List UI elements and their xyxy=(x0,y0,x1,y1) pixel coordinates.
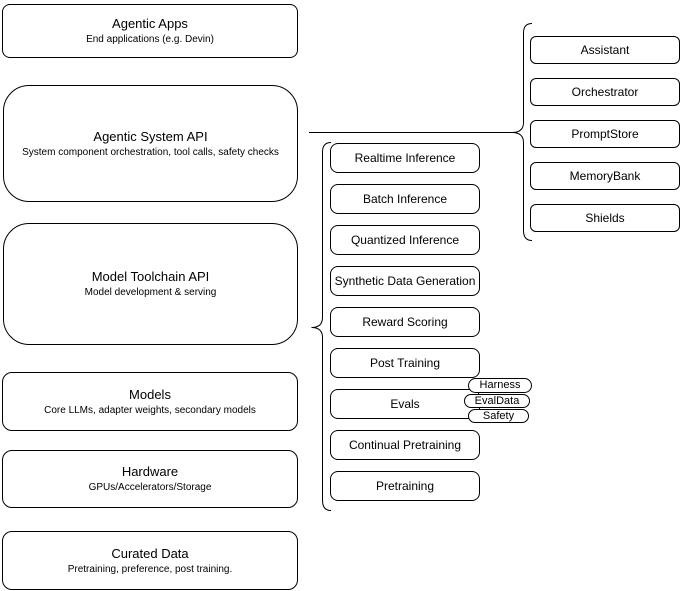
components-group-brace xyxy=(511,23,533,241)
node-models[interactable]: Models Core LLMs, adapter weights, secon… xyxy=(2,372,298,431)
node-subtitle: Model development & serving xyxy=(84,287,217,298)
toolchain-item-label: Pretraining xyxy=(375,479,435,493)
node-subtitle: End applications (e.g. Devin) xyxy=(86,34,214,45)
node-subtitle: GPUs/Accelerators/Storage xyxy=(88,482,212,493)
component-label: Shields xyxy=(585,211,625,225)
toolchain-item-pretraining[interactable]: Pretraining xyxy=(330,471,480,501)
toolchain-item-label: Batch Inference xyxy=(362,192,448,206)
eval-tag-safety[interactable]: Safety xyxy=(468,409,529,423)
component-memorybank[interactable]: MemoryBank xyxy=(530,162,680,190)
node-subtitle: Core LLMs, adapter weights, secondary mo… xyxy=(44,404,256,416)
toolchain-item-label: Reward Scoring xyxy=(362,315,448,329)
toolchain-item-label: Realtime Inference xyxy=(354,151,456,165)
node-title: Model Toolchain API xyxy=(91,269,210,284)
component-shields[interactable]: Shields xyxy=(530,204,680,232)
toolchain-item-synthetic-data-generation[interactable]: Synthetic Data Generation xyxy=(330,266,480,296)
toolchain-item-label: Continual Pretraining xyxy=(348,438,462,452)
node-model-toolchain-api[interactable]: Model Toolchain API Model development & … xyxy=(3,223,298,345)
component-label: PromptStore xyxy=(571,127,639,141)
toolchain-item-reward-scoring[interactable]: Reward Scoring xyxy=(330,307,480,337)
component-label: MemoryBank xyxy=(569,169,641,183)
node-subtitle: Pretraining, preference, post training. xyxy=(67,563,233,575)
component-label: Assistant xyxy=(580,43,630,57)
node-title: Agentic System API xyxy=(93,128,208,144)
component-assistant[interactable]: Assistant xyxy=(530,36,680,64)
node-title: Curated Data xyxy=(111,545,189,561)
component-orchestrator[interactable]: Orchestrator xyxy=(530,78,680,106)
toolchain-item-label: Evals xyxy=(390,397,420,411)
node-agentic-system-api[interactable]: Agentic System API System component orch… xyxy=(3,85,298,202)
toolchain-item-post-training[interactable]: Post Training xyxy=(330,348,480,378)
component-promptstore[interactable]: PromptStore xyxy=(530,120,680,148)
component-label: Orchestrator xyxy=(571,85,639,99)
eval-tag-label: Safety xyxy=(482,409,515,422)
toolchain-item-continual-pretraining[interactable]: Continual Pretraining xyxy=(330,430,480,460)
toolchain-group-brace xyxy=(311,142,332,511)
node-curated-data[interactable]: Curated Data Pretraining, preference, po… xyxy=(2,531,298,590)
toolchain-item-realtime-inference[interactable]: Realtime Inference xyxy=(330,143,480,173)
toolchain-item-label: Quantized Inference xyxy=(350,233,460,247)
node-title: Models xyxy=(129,386,171,402)
eval-tag-harness[interactable]: Harness xyxy=(468,378,532,393)
eval-tag-evaldata[interactable]: EvalData xyxy=(464,394,530,408)
node-title: Agentic Apps xyxy=(112,16,188,31)
toolchain-item-label: Synthetic Data Generation xyxy=(334,274,476,288)
node-title: Hardware xyxy=(121,464,179,479)
eval-tag-label: Harness xyxy=(479,379,521,391)
toolchain-item-label: Post Training xyxy=(369,356,441,370)
toolchain-item-batch-inference[interactable]: Batch Inference xyxy=(330,184,480,214)
toolchain-item-evals[interactable]: Evals xyxy=(330,389,480,419)
node-agentic-apps[interactable]: Agentic Apps End applications (e.g. Devi… xyxy=(2,4,298,58)
node-hardware[interactable]: Hardware GPUs/Accelerators/Storage xyxy=(2,450,298,508)
node-subtitle: System component orchestration, tool cal… xyxy=(22,146,279,158)
toolchain-item-quantized-inference[interactable]: Quantized Inference xyxy=(330,225,480,255)
eval-tag-label: EvalData xyxy=(474,394,520,407)
